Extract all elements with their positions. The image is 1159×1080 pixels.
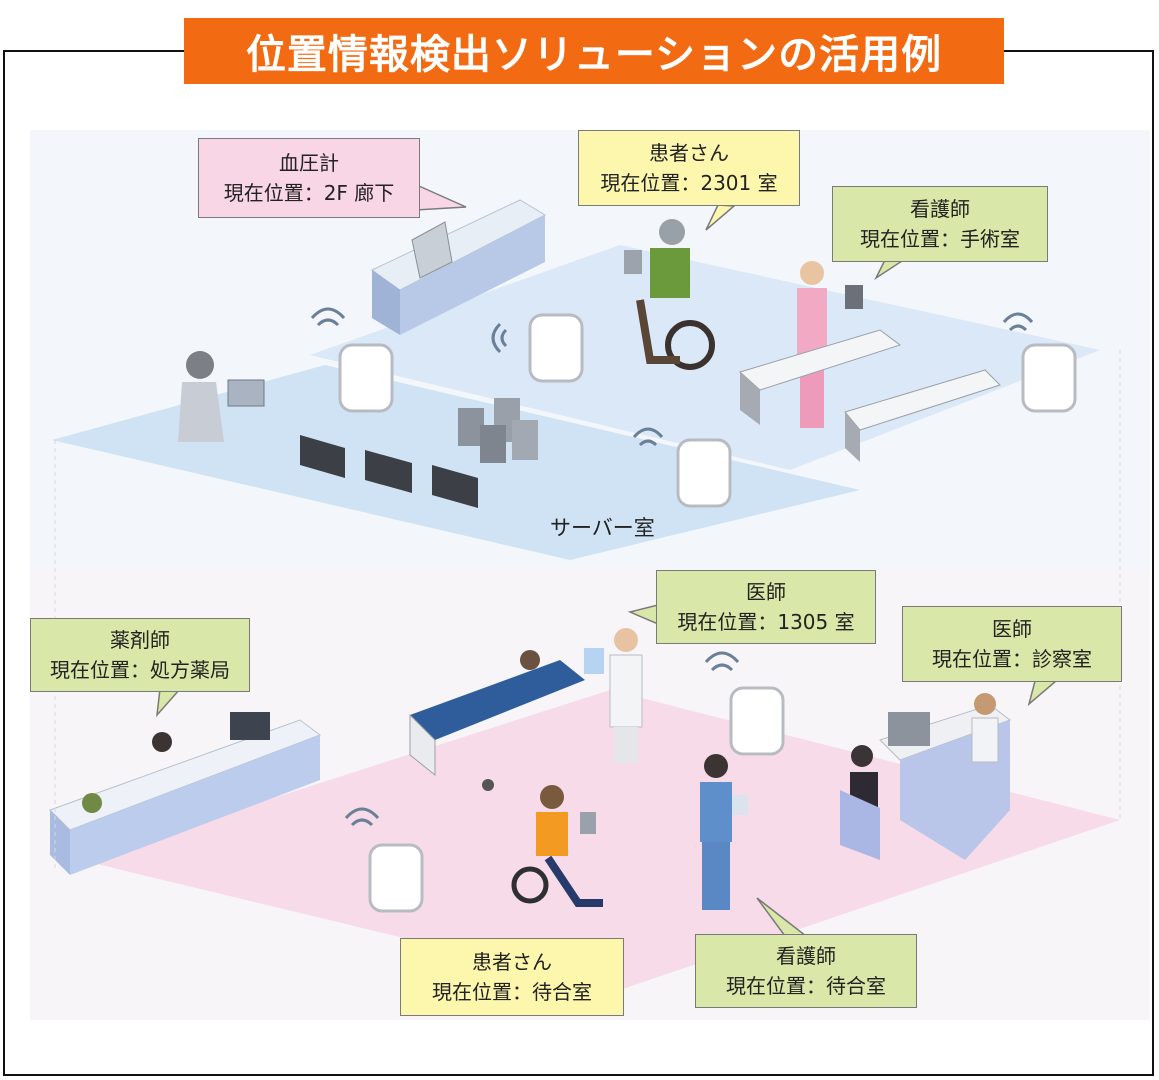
callout-person-name: 看護師 xyxy=(776,944,836,968)
callout-location: 現在位置：診察室 xyxy=(932,647,1092,671)
callout-bp-monitor: 血圧計 現在位置：2F 廊下 xyxy=(198,138,420,218)
callout-location: 現在位置：手術室 xyxy=(860,227,1020,251)
hospital-bed-icon xyxy=(739,329,1001,462)
nurse-station-front xyxy=(372,270,400,335)
callout-doctor-exam: 医師 現在位置：診察室 xyxy=(902,606,1122,682)
server-room-label: サーバー室 xyxy=(550,516,655,540)
access-point-icon xyxy=(344,807,424,913)
server-rack-icon xyxy=(458,398,538,463)
access-point-icon xyxy=(632,427,732,508)
nurse-station-side xyxy=(400,215,545,335)
callout-nurse-top: 看護師 現在位置：手術室 xyxy=(832,186,1048,262)
page-title: 位置情報検出ソリューションの活用例 xyxy=(184,18,1004,84)
callout-person-name: 患者さん xyxy=(649,141,729,165)
nurse-figure xyxy=(700,754,748,910)
callout-location: 現在位置：2F 廊下 xyxy=(223,181,395,205)
callout-nurse-bottom: 看護師 現在位置：待合室 xyxy=(695,934,917,1008)
callout-patient-top: 患者さん 現在位置：2301 室 xyxy=(578,130,800,206)
pharmacy-counter xyxy=(49,712,322,875)
callout-person-name: 看護師 xyxy=(910,197,970,221)
callout-pointer xyxy=(155,259,1059,937)
patient-wheelchair-figure xyxy=(511,785,603,907)
callout-location: 現在位置：待合室 xyxy=(432,980,592,1004)
access-point-icon xyxy=(310,307,394,413)
callout-patient-bottom: 患者さん 現在位置：待合室 xyxy=(400,938,624,1016)
access-point-icon xyxy=(1002,312,1077,413)
callout-location: 現在位置：待合室 xyxy=(726,974,886,998)
laptop-icon xyxy=(411,221,453,279)
callout-person-name: 患者さん xyxy=(472,950,552,974)
nurse-figure xyxy=(797,261,863,428)
monitor-icon xyxy=(300,435,478,508)
callout-pharmacist: 薬剤師 現在位置：処方薬局 xyxy=(30,618,250,692)
exam-room-desk xyxy=(840,693,1012,860)
callout-person-name: 医師 xyxy=(746,580,786,604)
callout-location: 現在位置：1305 室 xyxy=(677,610,855,634)
doctor-figure xyxy=(584,628,643,763)
operator-figure xyxy=(178,351,265,442)
patient-wheelchair-figure xyxy=(624,219,715,370)
callout-device-name: 血圧計 xyxy=(279,151,339,175)
callout-person-name: 医師 xyxy=(992,617,1032,641)
callout-location: 現在位置：2301 室 xyxy=(600,171,778,195)
server-room-floor xyxy=(52,365,860,560)
access-point-icon xyxy=(491,313,584,383)
callout-doctor-ward: 医師 現在位置：1305 室 xyxy=(656,570,876,644)
callout-person-name: 薬剤師 xyxy=(110,628,170,652)
callout-location: 現在位置：処方薬局 xyxy=(50,658,230,682)
access-point-icon xyxy=(704,651,785,756)
patient-bed-figure xyxy=(409,650,585,791)
